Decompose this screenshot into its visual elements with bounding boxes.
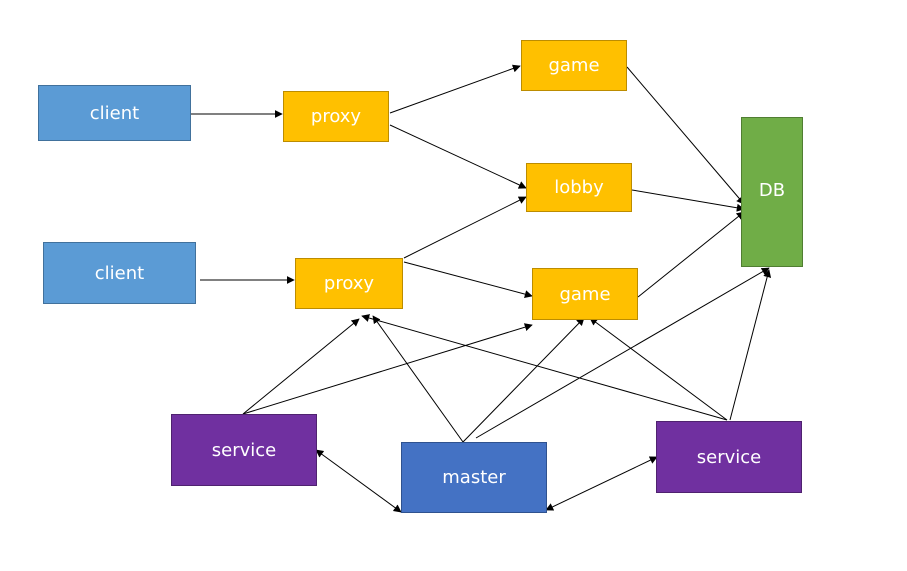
edge-proxy1-lobby	[389, 124, 527, 189]
edge-service1-proxy2	[242, 318, 360, 415]
edge-master-proxy2	[372, 315, 464, 443]
edge-service2-proxy2	[361, 314, 728, 421]
client-node-1[interactable]: client	[38, 85, 191, 141]
game-node-2[interactable]: game	[532, 268, 638, 320]
edge-master-game2	[462, 317, 585, 443]
edge-proxy2-game2	[403, 261, 533, 299]
service-node-2[interactable]: service	[656, 421, 802, 493]
edge-game2-db	[637, 211, 745, 298]
edge-master-service2	[545, 456, 658, 511]
client-node-2[interactable]: client	[43, 242, 196, 304]
edge-service1-master	[315, 449, 402, 513]
edge-service1-game2	[242, 323, 533, 415]
edge-proxy1-game1	[389, 64, 521, 114]
edge-master-db	[475, 267, 770, 439]
game-node-1[interactable]: game	[521, 40, 627, 91]
proxy-node-2[interactable]: proxy	[295, 258, 403, 309]
service-node-1[interactable]: service	[171, 414, 317, 486]
edge-service2-game2	[589, 317, 728, 421]
edge-lobby-db	[631, 189, 745, 212]
lobby-node[interactable]: lobby	[526, 163, 632, 212]
edge-game1-db	[626, 66, 745, 205]
master-node[interactable]: master	[401, 442, 547, 513]
edge-service2-db	[729, 269, 772, 421]
proxy-node-1[interactable]: proxy	[283, 91, 389, 142]
db-node[interactable]: DB	[741, 117, 803, 267]
edge-proxy2-lobby	[403, 196, 527, 259]
